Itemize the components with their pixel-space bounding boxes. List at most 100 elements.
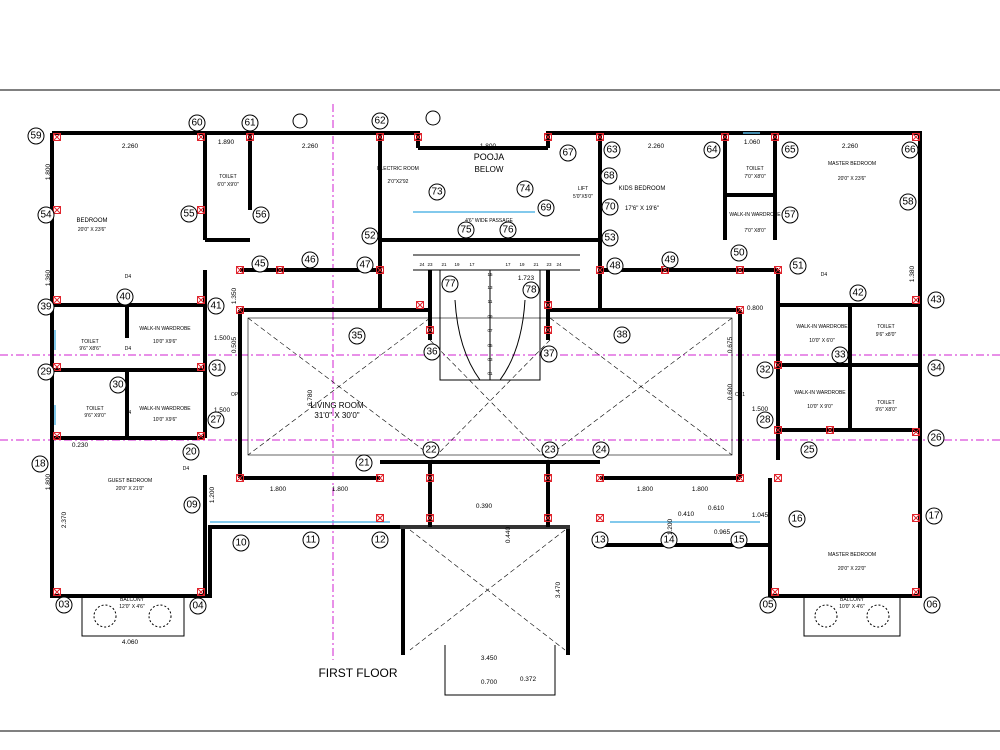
grid-bubble-circle bbox=[730, 244, 748, 262]
bedroom-size: 20'0" X 23'6" bbox=[78, 227, 106, 233]
dim-text: 1.500 bbox=[214, 335, 231, 342]
walkin-l2-name: WALK-IN WARDROBE bbox=[139, 406, 191, 412]
grid-bubble-label: 56 bbox=[255, 210, 267, 221]
grid-bubble-label: 14 bbox=[663, 535, 675, 546]
grid-bubble-label: 66 bbox=[904, 145, 916, 156]
toilet-kids-size: 7'0" X8'0" bbox=[744, 174, 766, 180]
walkin-l1-size: 10'0" X9'6" bbox=[153, 339, 177, 345]
grid-bubble-circle bbox=[55, 596, 73, 614]
column-marker-cross bbox=[197, 296, 205, 304]
dim-text: 0.675 bbox=[727, 336, 734, 353]
column-marker bbox=[912, 588, 920, 596]
grid-bubble-circle bbox=[661, 251, 679, 269]
column-marker bbox=[774, 474, 782, 482]
windows bbox=[54, 132, 760, 523]
columns bbox=[53, 133, 920, 596]
walkin-kids-name: WALK-IN WARDROBE bbox=[729, 212, 781, 218]
column-marker-cross bbox=[426, 326, 434, 334]
toilet-l2-name: TOILET bbox=[86, 406, 103, 412]
column-marker-cross bbox=[414, 133, 422, 141]
grid-bubble-label: 25 bbox=[803, 445, 815, 456]
grid-bubble-circle bbox=[540, 345, 558, 363]
dim-text: 0.230 bbox=[72, 442, 89, 449]
toilet-top-name: TOILET bbox=[219, 174, 236, 180]
grid-bubble-circle bbox=[703, 141, 721, 159]
stair-step-number: 23 bbox=[546, 262, 552, 267]
balcony-right bbox=[803, 595, 901, 637]
grid-bubble-label: 59 bbox=[30, 131, 42, 142]
dim-text: 1.350 bbox=[231, 287, 238, 304]
grid-bubble-label: 20 bbox=[185, 447, 197, 458]
dim-text: 2.260 bbox=[648, 143, 665, 150]
dim-text: 1.800 bbox=[45, 473, 52, 490]
grid-bubble-label: 61 bbox=[244, 118, 256, 129]
dim-text: 0.505 bbox=[231, 336, 238, 353]
column-marker-cross bbox=[53, 206, 61, 214]
column-marker bbox=[376, 266, 384, 274]
grid-bubble-circle bbox=[37, 206, 55, 224]
column-marker-cross bbox=[912, 514, 920, 522]
toilet-l1-size: 9'6" X8'6" bbox=[79, 346, 101, 352]
column-marker-cross bbox=[774, 426, 782, 434]
grid-bubble-label: 47 bbox=[359, 260, 371, 271]
column-marker-cross bbox=[544, 133, 552, 141]
grid-bubble-circle bbox=[601, 198, 619, 216]
column-marker bbox=[544, 514, 552, 522]
stair-step-number: 19 bbox=[519, 262, 525, 267]
dim-text: 1.380 bbox=[909, 265, 916, 282]
grid-bubble-circle bbox=[37, 363, 55, 381]
dim-text: 2.260 bbox=[122, 143, 139, 150]
grid-bubble-circle bbox=[371, 531, 389, 549]
staircase bbox=[413, 254, 580, 381]
stair-step-number: 07 bbox=[487, 328, 493, 333]
door-tag: D4 bbox=[821, 272, 828, 278]
column-marker bbox=[376, 133, 384, 141]
grid-bubble-circle bbox=[800, 441, 818, 459]
stair-step-number: 03 bbox=[487, 357, 493, 362]
column-marker-cross bbox=[246, 133, 254, 141]
electric-room-name: ELECTRIC ROOM bbox=[377, 166, 419, 172]
walkin-kids-size: 7'0" X8'0" bbox=[744, 228, 766, 234]
right-internal-walls bbox=[600, 133, 920, 545]
column-marker-cross bbox=[197, 133, 205, 141]
grid-bubble-circle bbox=[457, 221, 475, 239]
grid-bubble-label: 10 bbox=[235, 538, 247, 549]
column-marker bbox=[826, 426, 834, 434]
walkin-r1-name: WALK-IN WARDROBE bbox=[796, 324, 848, 330]
column-marker bbox=[912, 133, 920, 141]
column-marker bbox=[426, 474, 434, 482]
grid-bubble-label: 21 bbox=[358, 458, 370, 469]
column-marker-cross bbox=[53, 296, 61, 304]
grid-bubble-label: 69 bbox=[540, 203, 552, 214]
grid-bubble-label: 51 bbox=[792, 261, 804, 272]
door-tag: D4 bbox=[125, 410, 132, 416]
column-marker bbox=[771, 588, 779, 596]
door-tag: D4 bbox=[125, 346, 132, 352]
grid-bubble-label: 03 bbox=[58, 600, 70, 611]
toilet-r2-name: TOILET bbox=[877, 400, 894, 406]
pooja-size: BELOW bbox=[475, 165, 504, 174]
column-marker bbox=[426, 514, 434, 522]
grid-bubble-label: 76 bbox=[502, 225, 514, 236]
column-marker bbox=[53, 296, 61, 304]
column-marker bbox=[53, 588, 61, 596]
grid-bubble-label: 74 bbox=[519, 184, 531, 195]
balcony-right-size: 10'0" X 4'6" bbox=[839, 604, 865, 610]
column-marker bbox=[736, 306, 744, 314]
grid-bubble-circle bbox=[37, 298, 55, 316]
grid-bubble-circle bbox=[927, 359, 945, 377]
dim-text: 1.800 bbox=[45, 163, 52, 180]
grid-bubble-circle bbox=[241, 114, 259, 132]
column-marker bbox=[53, 206, 61, 214]
grid-bubble-label: 57 bbox=[784, 210, 796, 221]
grid-bubble-circle bbox=[537, 199, 555, 217]
walkin-r2-name: WALK-IN WARDROBE bbox=[794, 390, 846, 396]
column-marker bbox=[774, 361, 782, 369]
walkin-l2-size: 10'0" X9'6" bbox=[153, 417, 177, 423]
grid-bubble-circle bbox=[603, 141, 621, 159]
column-marker-cross bbox=[736, 266, 744, 274]
column-marker bbox=[376, 514, 384, 522]
column-marker bbox=[736, 474, 744, 482]
column-marker-cross bbox=[596, 514, 604, 522]
column-marker-cross bbox=[736, 306, 744, 314]
